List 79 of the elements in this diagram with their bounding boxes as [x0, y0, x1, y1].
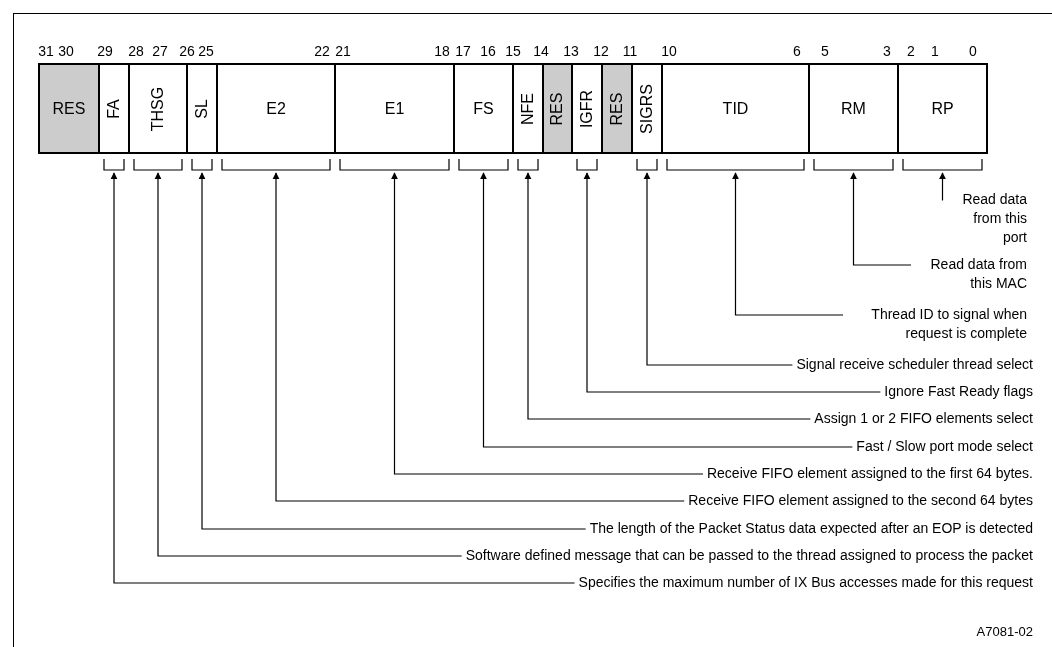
- reserved-field: [542, 63, 573, 154]
- bit-number: 15: [505, 43, 521, 59]
- field-description: Receive FIFO element assigned to the first 64 bytes.: [706, 464, 1033, 483]
- leader-arrow: [480, 172, 853, 448]
- field-description: Ignore Fast Ready flags: [884, 382, 1033, 401]
- field-name: E2: [266, 99, 286, 118]
- field-name: RP: [931, 99, 954, 118]
- register-field: [808, 63, 899, 154]
- field-name: SIGRS: [638, 83, 656, 134]
- bit-number: 17: [455, 43, 471, 59]
- register-field: [216, 63, 336, 154]
- figure-id: A7081-02: [976, 624, 1033, 639]
- field-name: RES: [548, 92, 567, 125]
- leader-arrow: [391, 172, 704, 475]
- bit-number: 14: [533, 43, 549, 59]
- register-field: [661, 63, 810, 154]
- field-description: The length of the Packet Status data expected after an EOP is detected: [589, 519, 1033, 538]
- register-field: [98, 63, 130, 154]
- field-name: SL: [193, 98, 211, 119]
- leader-arrow: [154, 172, 463, 557]
- bit-number: 1: [931, 43, 939, 59]
- field-description: Receive FIFO element assigned to the second 64 bytes: [688, 491, 1033, 510]
- field-name: RES: [608, 92, 626, 125]
- field-name: NFE: [519, 92, 537, 125]
- bit-number: 6: [793, 43, 801, 59]
- bit-number: 21: [335, 43, 351, 59]
- field-name: E1: [384, 99, 405, 118]
- register-field: [897, 63, 988, 154]
- reserved-field: [601, 63, 633, 154]
- reserved-field: [38, 63, 100, 154]
- bit-number: 12: [593, 43, 609, 59]
- field-description: Read data from this MAC: [915, 255, 1027, 293]
- field-description: Read data from this port: [947, 190, 1027, 247]
- register-field: [512, 63, 544, 154]
- field-name: TID: [722, 99, 749, 118]
- leader-arrow: [850, 172, 912, 266]
- bit-number: 28: [128, 43, 144, 59]
- field-name: IGFR: [578, 89, 596, 128]
- field-description: Signal receive scheduler thread select: [796, 355, 1033, 374]
- bit-number: 10: [661, 43, 677, 59]
- bit-number: 26: [179, 43, 195, 59]
- register-field: [571, 63, 603, 154]
- bit-number: 3: [883, 43, 891, 59]
- bit-number: 22: [314, 43, 330, 59]
- leader-arrow: [732, 172, 844, 316]
- bit-number: 13: [563, 43, 579, 59]
- field-name: RM: [841, 99, 866, 118]
- field-description: Software defined message that can be passed to the thread assigned to process the packet: [465, 546, 1033, 565]
- leader-arrow: [524, 172, 811, 420]
- bit-number: 2: [907, 43, 915, 59]
- leader-arrow: [583, 172, 881, 393]
- bit-number: 31: [38, 43, 54, 59]
- leader-arrow: [110, 172, 576, 584]
- field-description: Thread ID to signal when request is complete: [847, 305, 1027, 343]
- bit-number: 29: [97, 43, 113, 59]
- bit-number: 5: [821, 43, 829, 59]
- field-name: RES: [52, 99, 86, 118]
- bit-number: 30: [58, 43, 74, 59]
- register-field: [128, 63, 188, 154]
- bit-number: 16: [480, 43, 496, 59]
- register-field: [186, 63, 218, 154]
- leader-arrow: [198, 172, 587, 530]
- register-field: [453, 63, 514, 154]
- bit-number: 11: [622, 43, 638, 59]
- register-field: [631, 63, 663, 154]
- leader-arrow: [272, 172, 685, 502]
- field-name: FA: [105, 98, 123, 119]
- field-name: THSG: [149, 86, 167, 131]
- leader-arrow: [643, 172, 793, 366]
- bit-number: 27: [152, 43, 168, 59]
- register-field: [334, 63, 455, 154]
- leader-arrow: [939, 172, 946, 201]
- bit-number: 18: [434, 43, 450, 59]
- field-description: Assign 1 or 2 FIFO elements select: [814, 409, 1033, 428]
- bit-number: 0: [969, 43, 977, 59]
- bit-number: 25: [198, 43, 214, 59]
- field-description: Specifies the maximum number of IX Bus accesses made for this request: [578, 573, 1033, 592]
- field-name: FS: [473, 99, 494, 118]
- field-description: Fast / Slow port mode select: [856, 437, 1033, 456]
